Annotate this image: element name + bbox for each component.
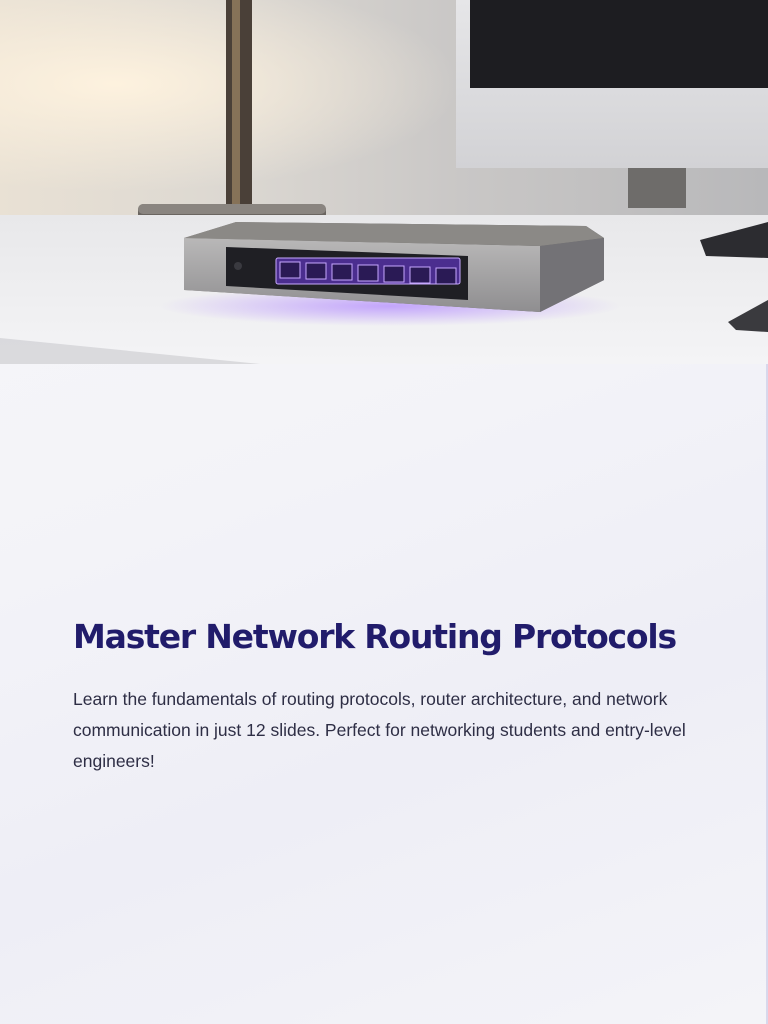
- right-edge-line: [766, 364, 768, 1024]
- page-title: Master Network Routing Protocols: [73, 617, 677, 656]
- ethernet-ports: [275, 257, 461, 285]
- router-photo-icon: [0, 0, 768, 364]
- hero-image: [0, 0, 768, 364]
- content-block: Master Network Routing Protocols Learn t…: [73, 612, 713, 777]
- page-description: Learn the fundamentals of routing protoc…: [73, 689, 686, 771]
